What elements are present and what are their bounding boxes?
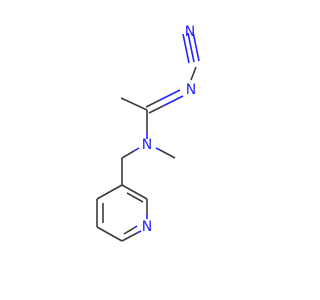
imine-double-bond [145,89,184,114]
pyridine-ring [96,184,148,242]
molecule-diagram: N N N N [96,24,200,242]
n-to-ch2-bond [133,147,140,152]
nitrile-nitrogen-label: N [185,24,195,40]
nitrile-c-to-imine-n-bond [190,66,197,81]
amidine-methyl-bond [120,97,148,111]
amine-nitrogen-label: N [142,137,152,153]
n-to-ch2-bond-tail [121,150,135,159]
structure-canvas: N N N N [96,24,200,242]
n-methyl-bond [155,147,161,151]
nitrile-triple-bond [182,31,200,64]
pyridine-nitrogen-label: N [142,219,152,235]
imine-nitrogen-label: N [186,82,196,98]
n-methyl-bond-tail [159,149,176,159]
